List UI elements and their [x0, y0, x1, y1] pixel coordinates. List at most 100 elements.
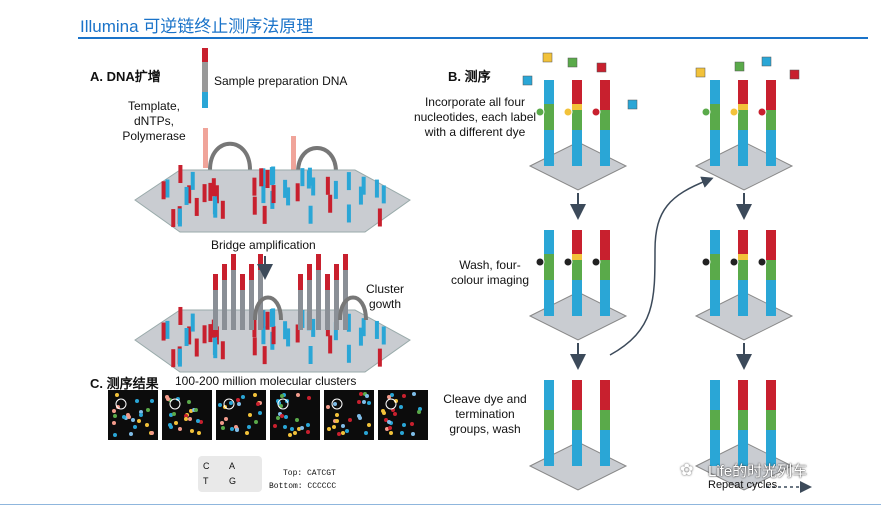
cluster-dot [399, 405, 403, 409]
cluster-strand [298, 288, 303, 330]
cluster-dot [196, 419, 200, 423]
cluster-dot [218, 403, 222, 407]
watermark-text: Life的时光列车 [708, 463, 808, 480]
cluster-growth-line1: Cluster [365, 282, 404, 296]
page-title: Illumina 可逆链终止测序法原理 [80, 17, 314, 36]
cluster-dot [411, 432, 415, 436]
cluster-dot [253, 393, 257, 397]
surface-strand [165, 320, 170, 339]
surface-strand [262, 205, 267, 224]
cluster-dot [387, 420, 391, 424]
surface-strand [261, 326, 266, 345]
incorporated-base [572, 104, 582, 110]
cluster-dot [307, 396, 311, 400]
strand-top-segment [766, 380, 776, 410]
cluster-dot [235, 428, 239, 432]
surface-strand [187, 326, 192, 345]
cluster-strand-tip [343, 254, 348, 264]
strand-mid-segment [766, 110, 776, 130]
surface-strand [261, 168, 266, 187]
cluster-dot [306, 430, 310, 434]
strand-top-segment [572, 80, 582, 110]
surface-strand [325, 176, 330, 195]
cluster-dot [410, 422, 414, 426]
cluster-dot [184, 417, 188, 421]
surface-strand [271, 326, 276, 345]
surface-strand [220, 341, 225, 360]
cluster-dot [190, 429, 194, 433]
step1-line3: with a different dye [424, 125, 526, 139]
dye-label [563, 107, 573, 117]
cluster-dot [229, 401, 233, 405]
cluster-dot [279, 404, 283, 408]
cluster-dot [341, 431, 345, 435]
strand-mid-segment [544, 260, 554, 280]
surface-strand [184, 327, 189, 346]
reagents-line2: dNTPs, [133, 114, 174, 128]
strand-top-segment [738, 230, 748, 260]
cluster-dot [112, 421, 116, 425]
cluster-strand [213, 288, 218, 330]
surface-strand [187, 185, 192, 204]
cluster-strand-tip [231, 260, 236, 270]
cluster-dot [116, 405, 120, 409]
surface-strand [161, 322, 166, 341]
dye-label [701, 257, 711, 267]
surface-strand [265, 311, 270, 330]
cluster-strand-tip [316, 260, 321, 270]
strand-top-segment [600, 230, 610, 260]
strand-base-segment [544, 280, 554, 316]
cluster-dot [113, 414, 117, 418]
repeat-cycle-arrow [609, 176, 714, 356]
cluster-dot [335, 413, 339, 417]
strand-mid-segment [710, 410, 720, 430]
cluster-strand-tip [240, 280, 245, 290]
cluster-dot [283, 425, 287, 429]
result-tiles [108, 390, 428, 440]
incorporated-base [710, 254, 720, 260]
clusters-count-label: 100-200 million molecular clusters [175, 374, 357, 388]
cluster-dot [172, 412, 176, 416]
strand-base-segment [738, 130, 748, 166]
cluster-strand-tip [316, 254, 321, 264]
surface-strand [208, 182, 213, 201]
cluster-dot [394, 399, 398, 403]
strand-mid-segment [600, 410, 610, 430]
surface-strand [381, 185, 386, 204]
cluster-growth-line2: gowth [368, 297, 402, 311]
strand-mid-segment [572, 110, 582, 130]
surface-strand [374, 179, 379, 198]
cluster-dot [357, 414, 361, 418]
cluster-dot [150, 399, 154, 403]
surface-strand [361, 176, 366, 195]
cluster-dot [224, 417, 228, 421]
cluster-dot [306, 423, 310, 427]
strand-base-segment [766, 430, 776, 466]
strand-top-segment [710, 230, 720, 260]
cluster-dot [387, 395, 391, 399]
cluster-dot [367, 401, 371, 405]
surface-strand [165, 179, 170, 198]
cluster-strand [240, 288, 245, 330]
strand-mid-segment [766, 260, 776, 280]
step3-line1: Cleave dye and [443, 392, 527, 406]
reagents-line1: Template, [127, 99, 181, 113]
cluster-dot [390, 393, 394, 397]
cluster-bridge-arc [338, 295, 368, 321]
cluster-strand [307, 278, 312, 330]
cluster-dot [348, 418, 352, 422]
strand-mid-segment [600, 110, 610, 130]
cluster-dot [178, 427, 182, 431]
cluster-dot [139, 410, 143, 414]
surface-strand [171, 349, 176, 368]
cluster-strand-tip [343, 260, 348, 270]
strand-base-segment [544, 430, 554, 466]
bottom-divider [0, 504, 881, 505]
surface-strand [190, 313, 195, 332]
surface-strand [259, 168, 264, 187]
sequencing-plates [528, 80, 794, 491]
cluster-dot [248, 413, 252, 417]
surface-strand [311, 318, 316, 337]
cluster-dot [288, 433, 292, 437]
surface-strand [171, 209, 176, 228]
